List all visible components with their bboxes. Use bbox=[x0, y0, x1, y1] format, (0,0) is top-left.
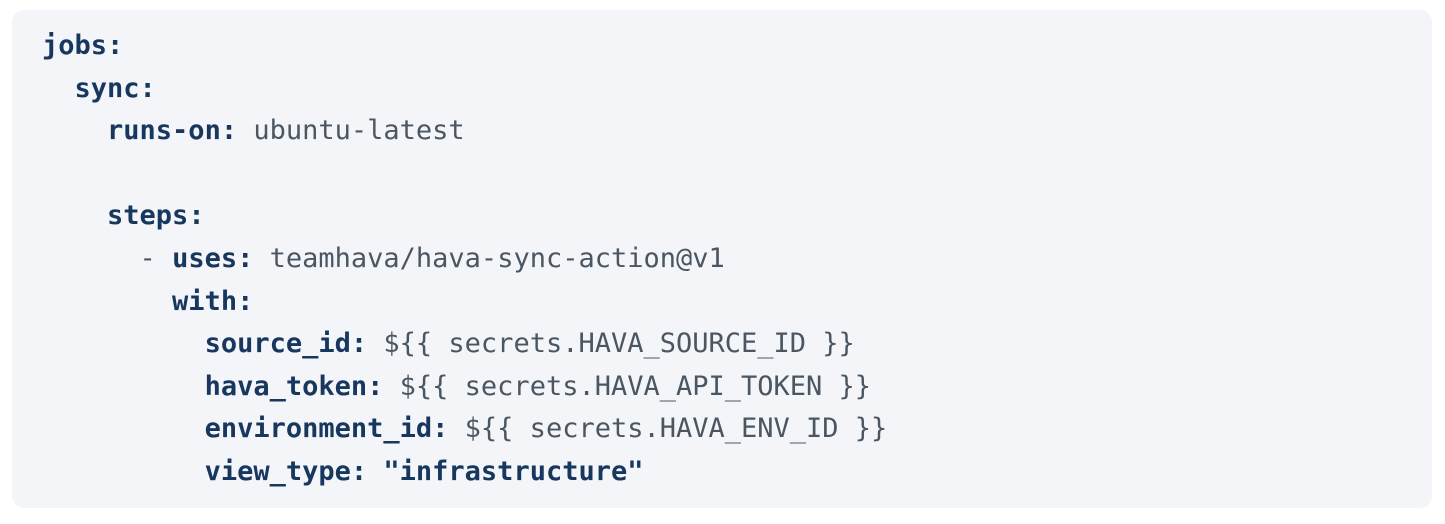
code-line: jobs: bbox=[42, 25, 1432, 68]
code-line: sync: bbox=[42, 68, 1432, 111]
yaml-colon: : bbox=[220, 115, 238, 147]
code-line: - uses: teamhava/hava-sync-action@v1 bbox=[42, 238, 1432, 281]
yaml-key: uses bbox=[172, 242, 238, 274]
yaml-key: view_type bbox=[204, 455, 351, 487]
yaml-colon: : bbox=[350, 328, 368, 360]
yaml-key: hava_token bbox=[204, 370, 368, 402]
yaml-colon: : bbox=[432, 413, 449, 445]
yaml-value: ${{ secrets.HAVA_API_TOKEN }} bbox=[383, 370, 872, 402]
yaml-colon: : bbox=[107, 30, 124, 61]
yaml-colon: : bbox=[237, 285, 254, 317]
code-block-panel: jobs: sync: runs-on: ubuntu-latest steps… bbox=[12, 10, 1432, 508]
yaml-key: sync bbox=[74, 72, 140, 104]
code-indent bbox=[42, 413, 205, 444]
code-indent bbox=[42, 328, 205, 359]
yaml-value: ${{ secrets.HAVA_SOURCE_ID }} bbox=[367, 328, 855, 360]
yaml-key: jobs bbox=[42, 30, 108, 61]
yaml-value: "infrastructure" bbox=[367, 455, 644, 487]
yaml-value: ${{ secrets.HAVA_ENV_ID }} bbox=[448, 413, 888, 445]
yaml-key: environment_id bbox=[204, 413, 433, 445]
code-line: with: bbox=[42, 281, 1432, 324]
yaml-colon: : bbox=[188, 200, 205, 232]
yaml-key: with bbox=[172, 285, 238, 317]
code-indent bbox=[42, 200, 107, 231]
code-indent bbox=[42, 73, 75, 104]
code-indent bbox=[42, 115, 107, 146]
yaml-key: runs-on bbox=[107, 115, 221, 147]
code-line: environment_id: ${{ secrets.HAVA_ENV_ID … bbox=[42, 408, 1432, 451]
code-line: runs-on: ubuntu-latest bbox=[42, 110, 1432, 153]
yaml-value: ubuntu-latest bbox=[237, 115, 465, 147]
yaml-colon: : bbox=[237, 242, 254, 274]
yaml-colon: : bbox=[139, 72, 156, 104]
code-line bbox=[42, 153, 1432, 196]
code-line: source_id: ${{ secrets.HAVA_SOURCE_ID }} bbox=[42, 323, 1432, 366]
yaml-key: steps bbox=[107, 200, 189, 232]
code-line: hava_token: ${{ secrets.HAVA_API_TOKEN }… bbox=[42, 366, 1432, 409]
code-indent bbox=[42, 456, 205, 487]
yaml-value: teamhava/hava-sync-action@v1 bbox=[253, 242, 725, 274]
code-line: view_type: "infrastructure" bbox=[42, 451, 1432, 494]
yaml-code-content[interactable]: jobs: sync: runs-on: ubuntu-latest steps… bbox=[42, 25, 1432, 494]
code-indent bbox=[42, 286, 172, 317]
yaml-key: source_id bbox=[204, 328, 351, 360]
code-line: steps: bbox=[42, 195, 1432, 238]
code-indent bbox=[42, 243, 140, 274]
yaml-colon: : bbox=[350, 455, 368, 487]
yaml-colon: : bbox=[367, 370, 384, 402]
yaml-list-dash: - bbox=[139, 242, 173, 274]
code-indent bbox=[42, 371, 205, 402]
